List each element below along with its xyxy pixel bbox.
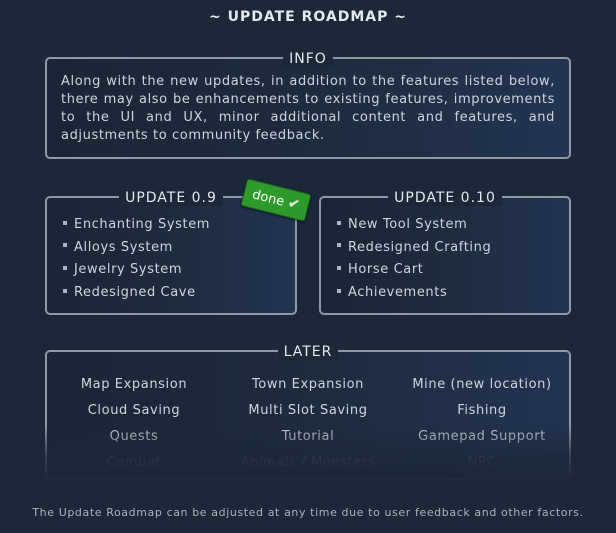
later-row: Cloud Saving Multi Slot Saving Fishing (47, 398, 569, 424)
list-item: Achievements (337, 282, 491, 305)
footnote: The Update Roadmap can be adjusted at an… (32, 506, 584, 519)
later-item: Town Expansion (251, 377, 365, 392)
update-0-9-list: Enchanting System Alloys System Jewelry … (63, 214, 210, 305)
later-item: Cloud Saving (87, 403, 181, 418)
bullet-icon (337, 220, 341, 225)
later-item: Quests (109, 429, 159, 444)
bullet-icon (337, 288, 341, 293)
list-item: Jewelry System (63, 259, 210, 282)
bullet-icon (63, 288, 67, 293)
later-item: Fishing (457, 403, 507, 418)
later-row: Quests Tutorial Gamepad Support (47, 424, 569, 450)
later-grid: Map Expansion Town Expansion Mine (new l… (47, 372, 569, 476)
update-0-9-panel: UPDATE 0.9 Enchanting System Alloys Syst… (45, 190, 297, 315)
bullet-icon (63, 243, 67, 248)
list-item: New Tool System (337, 214, 491, 237)
later-item: Tutorial (281, 429, 335, 444)
later-item: Multi Slot Saving (248, 403, 368, 418)
bullet-icon (63, 265, 67, 270)
list-item: Enchanting System (63, 214, 210, 237)
list-item: Horse Cart (337, 259, 491, 282)
bullet-icon (337, 243, 341, 248)
later-item: Gamepad Support (418, 429, 546, 444)
later-panel: LATER Map Expansion Town Expansion Mine … (45, 344, 571, 482)
bullet-icon (63, 220, 67, 225)
update-0-9-heading: UPDATE 0.9 (119, 190, 223, 206)
later-row: Map Expansion Town Expansion Mine (new l… (47, 372, 569, 398)
info-text: Along with the new updates, in addition … (61, 74, 555, 143)
update-0-10-list: New Tool System Redesigned Crafting Hors… (337, 214, 491, 305)
later-item: Mine (new location) (412, 377, 552, 392)
info-panel: INFO Along with the new updates, in addi… (45, 51, 571, 159)
checkmark-icon: ✔ (286, 195, 302, 214)
list-item: Alloys System (63, 237, 210, 260)
list-item: Redesigned Cave (63, 282, 210, 305)
later-heading: LATER (277, 344, 339, 360)
update-0-10-panel: UPDATE 0.10 New Tool System Redesigned C… (319, 190, 571, 315)
info-heading: INFO (283, 51, 333, 67)
later-item: Animals / Monsters (240, 455, 376, 470)
page-title: ~ UPDATE ROADMAP ~ (209, 9, 407, 25)
later-item: NPC (467, 455, 497, 470)
update-0-10-heading: UPDATE 0.10 (388, 190, 502, 206)
later-row: Combat Animals / Monsters NPC (47, 450, 569, 476)
later-item: Combat (106, 455, 162, 470)
bullet-icon (337, 265, 341, 270)
later-item: Map Expansion (80, 377, 188, 392)
list-item: Redesigned Crafting (337, 237, 491, 260)
